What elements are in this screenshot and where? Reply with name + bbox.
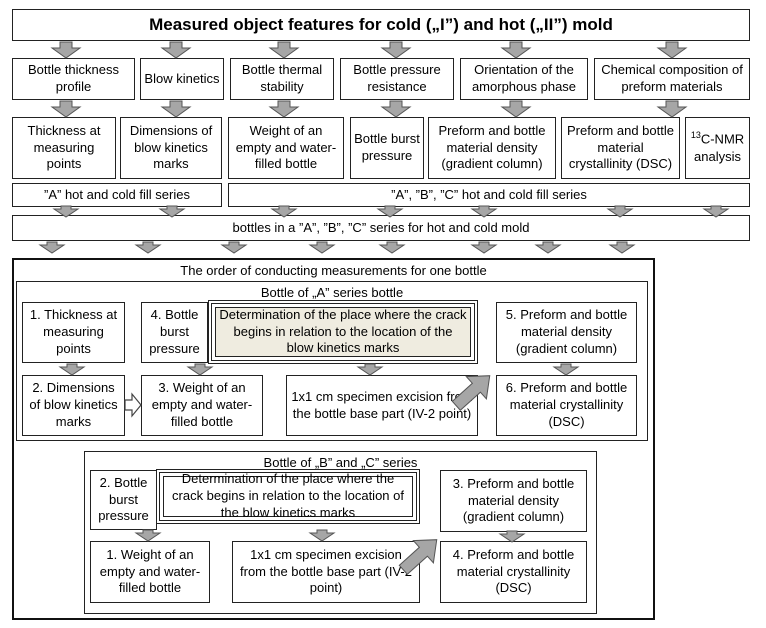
bc-step-excision: 1x1 cm specimen excision from the bottle… — [232, 541, 420, 603]
nmr-text: C-NMR analysis — [694, 131, 745, 164]
nmr-superscript: 13 — [690, 130, 701, 141]
feature-pressure-resistance: Bottle pressure resistance — [340, 58, 454, 100]
bottles-series-bar: bottles in a ”A”, ”B”, ”C” series for ho… — [12, 215, 750, 241]
measure-dimensions: Dimensions of blow kinetics marks — [120, 117, 222, 179]
bc-step-burst-pressure: 2. Bottle burst pressure — [90, 470, 157, 530]
feature-blow-kinetics: Blow kinetics — [140, 58, 224, 100]
bc-step-determination: Determination of the place where the cra… — [163, 471, 413, 520]
order-title: The order of conducting measurements for… — [180, 263, 487, 278]
a-step-excision: 1x1 cm specimen excision from the bottle… — [286, 375, 478, 436]
bc-step-crystallinity: 4. Preform and bottle material crystalli… — [440, 541, 587, 603]
measure-nmr: 13C-NMR analysis — [685, 117, 750, 179]
diagram-title: Measured object features for cold („I”) … — [12, 9, 750, 41]
series-a-bar: ”A” hot and cold fill series — [12, 183, 222, 207]
feature-chemical-composition: Chemical composition of preform material… — [594, 58, 750, 100]
bc-step-determination-outer: Determination of the place where the cra… — [156, 469, 420, 524]
measure-density: Preform and bottle material density (gra… — [428, 117, 556, 179]
a-series-frame — [16, 281, 648, 441]
a-series-title: Bottle of „A” series bottle — [260, 285, 404, 300]
a-step-crystallinity: 6. Preform and bottle material crystalli… — [496, 375, 637, 436]
feature-amorphous-orientation: Orientation of the amorphous phase — [460, 58, 588, 100]
feature-thermal-stability: Bottle thermal stability — [230, 58, 334, 100]
series-abc-bar: ”A”, ”B”, ”C” hot and cold fill series — [228, 183, 750, 207]
feature-thickness-profile: Bottle thickness profile — [12, 58, 135, 100]
a-step-determination: Determination of the place where the cra… — [215, 307, 471, 357]
a-step-density: 5. Preform and bottle material density (… — [496, 302, 637, 363]
a-step-burst-pressure: 4. Bottle burst pressure — [141, 302, 208, 363]
measure-thickness: Thickness at measuring points — [12, 117, 116, 179]
bc-step-density: 3. Preform and bottle material density (… — [440, 470, 587, 532]
a-step-dimensions: 2. Dimensions of blow kinetics marks — [22, 375, 125, 436]
measure-burst-pressure: Bottle burst pressure — [350, 117, 424, 179]
measure-weight: Weight of an empty and water-filled bott… — [228, 117, 344, 179]
a-step-weight: 3. Weight of an empty and water-filled b… — [141, 375, 263, 436]
bc-series-frame — [84, 451, 597, 614]
measure-crystallinity: Preform and bottle material crystallinit… — [561, 117, 680, 179]
bc-step-weight: 1. Weight of an empty and water-filled b… — [90, 541, 210, 603]
bc-series-title: Bottle of „B” and „C” series — [263, 455, 418, 470]
a-step-determination-outer: Determination of the place where the cra… — [208, 300, 478, 364]
a-step-thickness: 1. Thickness at measuring points — [22, 302, 125, 363]
order-frame — [12, 258, 655, 620]
